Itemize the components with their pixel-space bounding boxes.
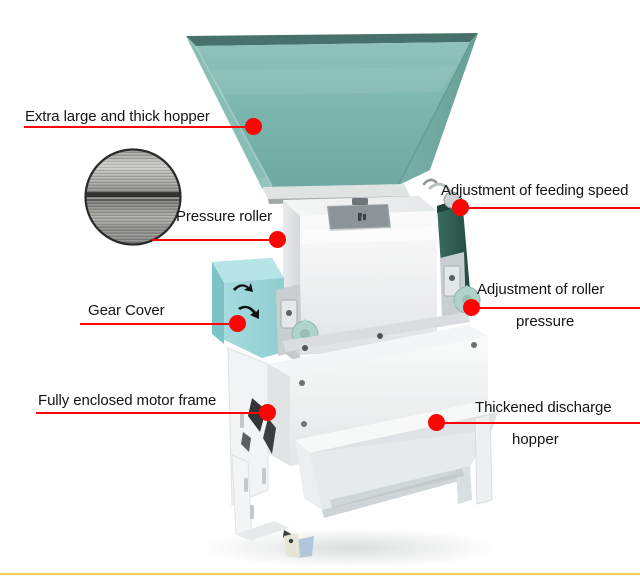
feed-adjust-lever [428,182,454,196]
callout-discharge-hopper-dot [428,414,445,431]
closeup-highlight [86,160,180,170]
callout-hopper-label: Extra large and thick hopper [25,108,210,125]
panel-reflection-2 [263,418,276,454]
discharge-lip-top [295,400,498,453]
closeup-border [84,148,182,246]
left-bracket-bolt [286,310,292,316]
callout-pressure-roller-leader [152,239,277,241]
callout-motor-frame-dot [259,404,276,421]
hopper-left-skirt [186,36,272,189]
callout-roller-pressure-label-line2: pressure [516,313,575,330]
callout-roller-pressure-label: Adjustment of roller [477,281,605,298]
leg-left-slot-2 [250,505,254,519]
panel-handle-2 [262,468,266,484]
base-legs [231,413,493,558]
callout-roller-pressure-leader [473,307,640,309]
callout-pressure-roller-dot [269,231,286,248]
chute-slot [330,468,464,508]
callout-pressure-roller-label: Pressure roller [176,208,273,225]
right-bracket-bolt [449,275,455,281]
inspection-mark [358,213,366,221]
cross-bar [283,312,470,352]
callout-hopper-dot [245,118,262,135]
callout-motor-frame-label: Fully enclosed motor frame [38,392,217,409]
hopper-inner-rim [186,33,478,46]
roller-housing [283,196,437,355]
frame-bolt-1 [299,380,305,386]
bottom-divider [0,573,640,575]
callout-feeding-speed-dot [452,199,469,216]
hopper-fold-right [398,43,471,185]
base-accent-2 [284,533,300,558]
panel-reflection-3 [241,432,251,452]
gear-cover [212,258,284,358]
leg-right [474,413,493,505]
callout-feeding-speed-leader [460,207,640,209]
pressure-roller-closeup [84,148,182,246]
callout-roller-pressure-dot [463,299,480,316]
hopper-sheen [210,67,455,95]
callout-motor-frame-leader [36,412,268,414]
rotation-arrow-upper-icon [233,283,253,292]
panel-handle-1 [240,412,244,428]
rotation-arrow-lower-icon [238,305,259,319]
closeup-seam [86,192,180,197]
housing-sheen [302,226,435,244]
hopper-throat-plate [262,184,410,199]
callout-gear-cover-leader [80,323,232,325]
hopper-fold-left [195,46,273,187]
cross-bar-bolt-2 [377,333,383,339]
callout-discharge-hopper-label: Thickened discharge [475,399,612,416]
closeup-lowlight [86,225,180,233]
callout-discharge-hopper-leader [437,422,640,424]
gear-cover-top [212,258,284,283]
cross-bar-bolt-1 [302,345,308,351]
closeup-seam-hi [86,197,180,199]
feed-adjust-arm [422,178,438,186]
hopper-right-face [399,33,478,185]
leg-left-slot [244,478,248,492]
callout-gear-cover-label: Gear Cover [88,302,165,319]
foot-left [236,521,290,540]
floor-shadow [200,528,500,568]
discharge-chute-left [295,440,322,510]
callout-discharge-hopper-label-line2: hopper [512,431,559,448]
callout-hopper-leader [24,126,254,128]
inspection-latch [352,198,368,205]
motor-frame-top [268,325,488,376]
housing-front [300,211,437,355]
hopper-front-face [196,42,470,187]
callout-feeding-speed-label: Adjustment of feeding speed [441,182,629,199]
frame-bolt-2 [471,342,477,348]
discharge-chute-face [310,430,492,510]
base-accent [296,536,314,558]
callout-gear-cover-dot [229,315,246,332]
base-accent-bolt [288,538,294,544]
frame-bolt-3 [301,421,307,427]
